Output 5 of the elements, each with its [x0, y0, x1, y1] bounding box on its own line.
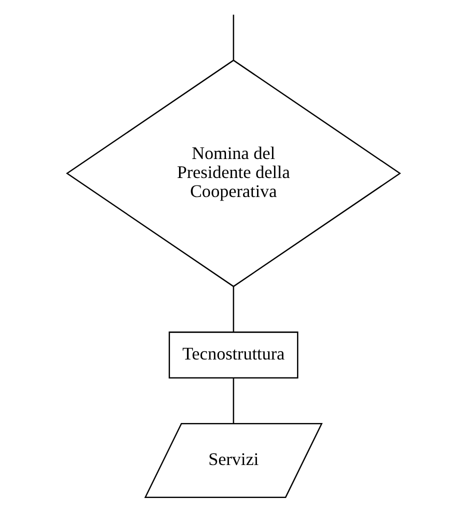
connector: [232, 378, 234, 424]
node-box: Tecnostruttura: [168, 332, 298, 379]
node-diamond: Nomina del Presidente della Cooperativa: [66, 60, 402, 288]
connector: [232, 286, 234, 332]
connector: [232, 14, 234, 60]
